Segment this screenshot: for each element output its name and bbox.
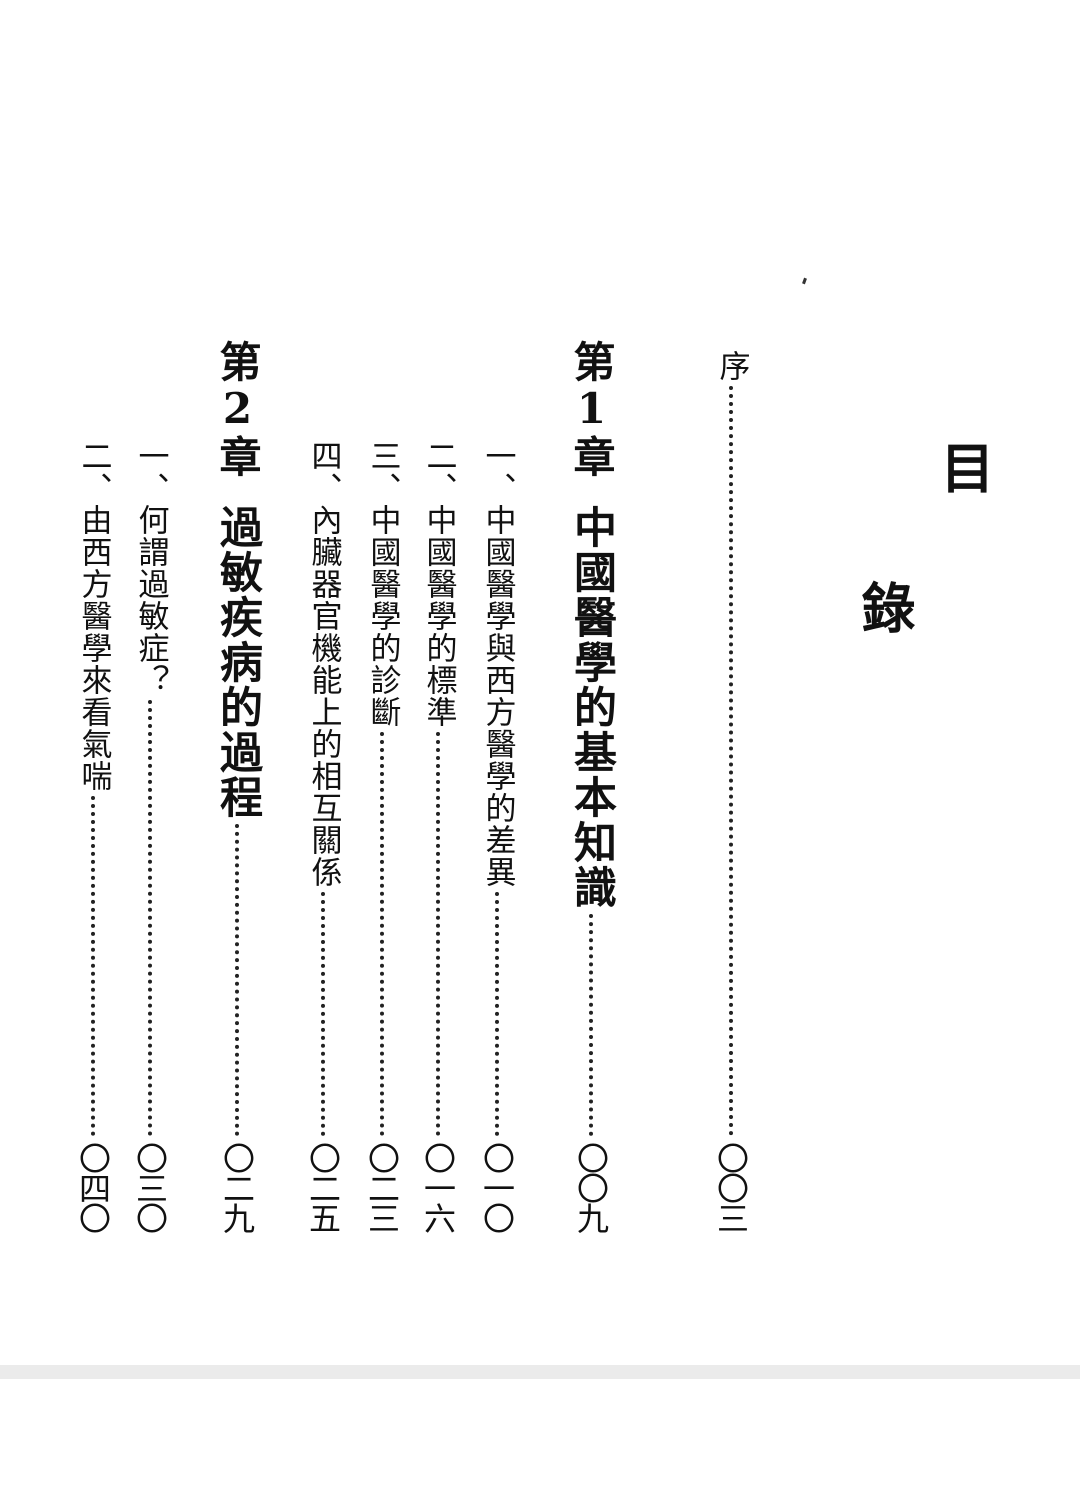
entry-label: 一、何謂過敏症？ xyxy=(132,440,169,696)
page-number: 〇〇三 xyxy=(712,1142,750,1232)
page-separator xyxy=(0,1365,1080,1379)
chapter-number: 第2章 xyxy=(213,340,262,479)
toc-chapter-2[interactable]: 第2章 過敏疾病的過程 〇二九 xyxy=(212,340,263,1232)
page-title: 目 錄 xyxy=(845,440,1003,634)
entry-label: 一、中國醫學與西方醫學的差異 xyxy=(479,440,516,888)
title-char: 錄 xyxy=(852,580,916,634)
toc-entry[interactable]: 四、內臟器官機能上的相互關係 〇二五 xyxy=(304,440,342,1232)
page-number: 〇一〇 xyxy=(478,1142,516,1232)
page-number: 〇〇九 xyxy=(572,1142,610,1232)
toc-chapter-1[interactable]: 第1章 中國醫學的基本知識 〇〇九 xyxy=(566,340,617,1232)
dot-leader xyxy=(436,732,440,1136)
title-char: 目 xyxy=(931,440,995,494)
entry-label: 二、由西方醫學來看氣喘 xyxy=(75,440,112,792)
page-number: 〇二五 xyxy=(304,1142,342,1232)
toc-entry[interactable]: 二、由西方醫學來看氣喘 〇四〇 xyxy=(74,440,112,1232)
chapter-number: 第1章 xyxy=(567,340,616,479)
dot-leader xyxy=(380,732,384,1136)
entry-label: 三、中國醫學的診斷 xyxy=(364,440,401,728)
dot-leader xyxy=(91,796,95,1136)
entry-label: 序 xyxy=(713,350,750,382)
page-number: 〇一六 xyxy=(419,1142,457,1232)
toc-entry[interactable]: 一、中國醫學與西方醫學的差異 〇一〇 xyxy=(478,440,516,1232)
toc-entry-preface[interactable]: 序 〇〇三 xyxy=(712,350,750,1232)
dot-leader xyxy=(321,892,325,1136)
dot-leader xyxy=(148,700,152,1136)
toc-entry[interactable]: 一、何謂過敏症？ 〇三〇 xyxy=(131,440,169,1232)
entry-label: 二、中國醫學的標準 xyxy=(420,440,457,728)
dot-leader xyxy=(495,892,499,1136)
dot-leader xyxy=(589,914,593,1136)
dot-leader xyxy=(235,824,239,1136)
toc-entry[interactable]: 三、中國醫學的診斷 〇二三 xyxy=(363,440,401,1232)
chapter-title: 過敏疾病的過程 xyxy=(212,505,263,820)
scan-mark xyxy=(802,277,807,285)
page-number: 〇二九 xyxy=(218,1142,256,1232)
toc-entry[interactable]: 二、中國醫學的標準 〇一六 xyxy=(419,440,457,1232)
page-number: 〇三〇 xyxy=(131,1142,169,1232)
dot-leader xyxy=(729,386,733,1136)
page-number: 〇四〇 xyxy=(74,1142,112,1232)
page-number: 〇二三 xyxy=(363,1142,401,1232)
entry-label: 四、內臟器官機能上的相互關係 xyxy=(305,440,342,888)
chapter-title: 中國醫學的基本知識 xyxy=(566,505,617,910)
